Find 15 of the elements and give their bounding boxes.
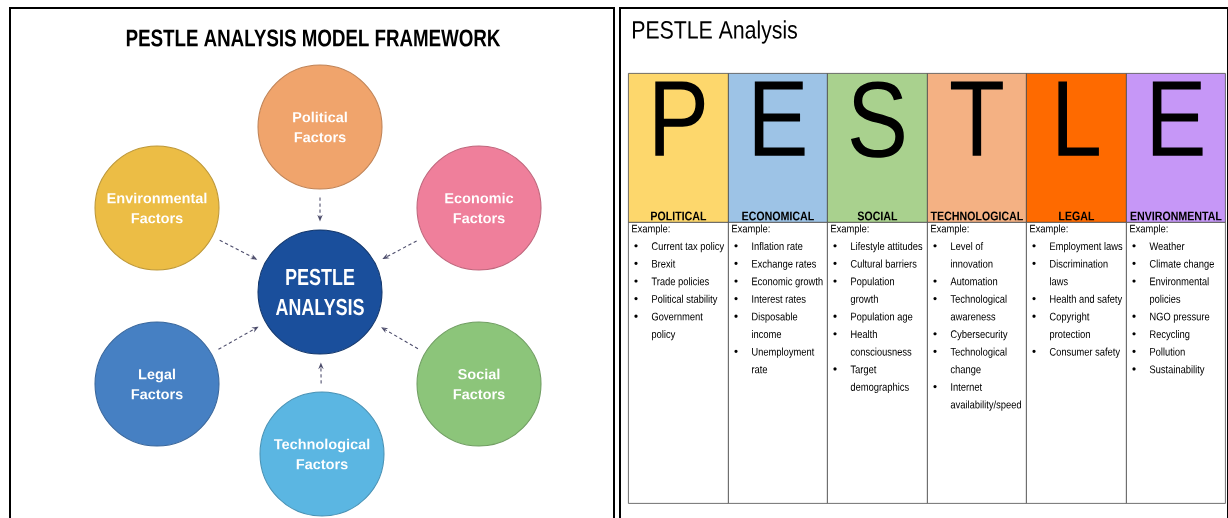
letter-header: T TECHNOLOGICAL [927,73,1027,223]
example-cell: Example: Weather Climate change Environmental policies NGO pressure Recycling Pollution Sustainability [1126,222,1226,504]
title: PESTLE ANALYSIS MODEL FRAMEWORK [126,29,501,47]
letter-header: S SOCIAL [827,73,928,223]
letter-header: L LEGAL [1026,73,1127,223]
example-cell: Example: Employment laws Discrimination laws Health and safety Copyright protection Consumer safety [1026,222,1127,504]
example-cell: Example: Lifestyle attitudes Cultural barriers Population growth Population age Health consciousness Target demographics [827,222,928,504]
letter-header: E ENVIRONMENTAL [1126,73,1226,223]
arrow [381,327,419,350]
example-cell: Example: Level of innovation Automation Technological awareness Cybersecurity Technological change Internet availability/speed [927,222,1027,504]
example-cell: Example: Inflation rate Exchange rates Economic growth Interest rates Disposable income Unemployment rate [728,222,828,504]
letter-header: E ECONOMICAL [728,73,828,223]
heading: PESTLE Analysis [633,20,797,44]
example-cell: Example: Current tax policy Brexit Trade policies Political stability Government policy [628,222,729,504]
letter-header: P POLITICAL [628,73,729,223]
